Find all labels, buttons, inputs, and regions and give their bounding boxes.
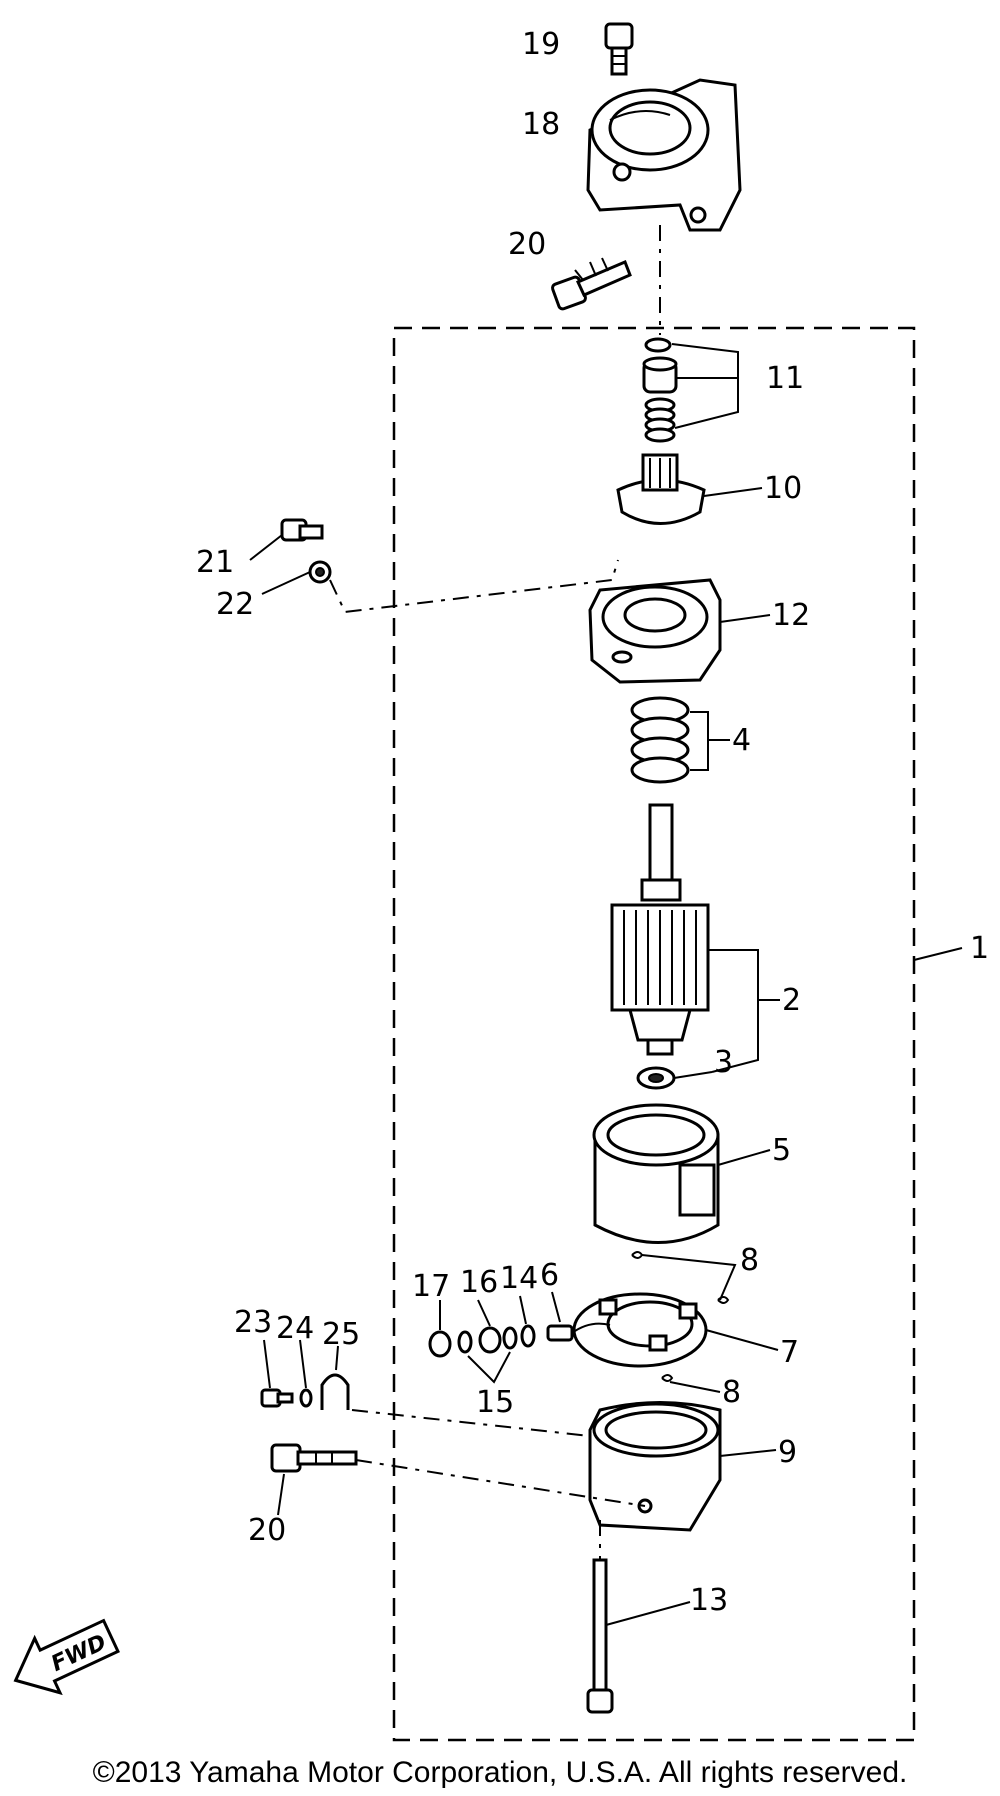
copyright-notice: ©2013 Yamaha Motor Corporation, U.S.A. A… <box>93 1756 908 1789</box>
washer-24 <box>299 1388 313 1408</box>
armature-2 <box>610 803 710 1056</box>
callout-25: 25 <box>322 1317 360 1352</box>
terminal-bolt-6 <box>546 1322 611 1342</box>
brush-spring-8-a <box>631 1251 644 1259</box>
bolt-19 <box>604 22 634 76</box>
callout-19: 19 <box>522 27 560 62</box>
starter-assembly-frame <box>392 326 916 1742</box>
callout-9: 9 <box>778 1435 797 1470</box>
through-bolt-13 <box>586 1558 614 1714</box>
screw-21 <box>280 518 324 542</box>
rear-housing-9 <box>588 1401 722 1532</box>
bolt-20-upper <box>551 257 632 311</box>
callout-21: 21 <box>196 545 234 580</box>
callout-17: 17 <box>412 1269 450 1304</box>
callout-22: 22 <box>216 587 254 622</box>
brush-spring-8-c <box>661 1374 674 1382</box>
fwd-arrow: FWD <box>13 1618 120 1696</box>
callout-20-top: 20 <box>508 227 546 262</box>
callout-14: 14 <box>500 1261 538 1296</box>
nut-16 <box>478 1326 502 1354</box>
callout-2: 2 <box>782 983 801 1018</box>
callout-13: 13 <box>690 1583 728 1618</box>
pinion-10 <box>616 453 706 525</box>
callout-8-top: 8 <box>740 1243 759 1278</box>
callout-6: 6 <box>540 1258 559 1293</box>
bracket-18 <box>586 78 742 232</box>
callout-8-bottom: 8 <box>722 1375 741 1410</box>
washer-14 <box>520 1324 536 1348</box>
callout-3: 3 <box>714 1045 733 1080</box>
callout-1: 1 <box>970 931 989 966</box>
callout-16: 16 <box>460 1265 498 1300</box>
washer-22 <box>308 560 332 584</box>
callout-18: 18 <box>522 107 560 142</box>
callout-11: 11 <box>766 361 804 396</box>
callout-10: 10 <box>764 471 802 506</box>
callout-5: 5 <box>772 1133 791 1168</box>
nut-17 <box>428 1330 452 1358</box>
stopper-set-11 <box>642 337 678 443</box>
brush-holder-7 <box>572 1292 708 1368</box>
yoke-5 <box>592 1103 720 1244</box>
washer-set-4 <box>630 696 690 784</box>
callout-12: 12 <box>772 598 810 633</box>
washer-15 <box>457 1326 518 1354</box>
brush-spring-8-b <box>717 1296 730 1304</box>
front-housing-12 <box>588 578 722 684</box>
callout-20-bottom: 20 <box>248 1513 286 1548</box>
clamp-25 <box>320 1373 350 1410</box>
washer-3 <box>636 1066 676 1090</box>
screw-23 <box>260 1388 294 1408</box>
callout-15: 15 <box>476 1385 514 1420</box>
bolt-20-lower <box>270 1443 358 1473</box>
callout-23: 23 <box>234 1305 272 1340</box>
callout-7: 7 <box>780 1335 799 1370</box>
callout-4: 4 <box>732 723 751 758</box>
callout-24: 24 <box>276 1311 314 1346</box>
